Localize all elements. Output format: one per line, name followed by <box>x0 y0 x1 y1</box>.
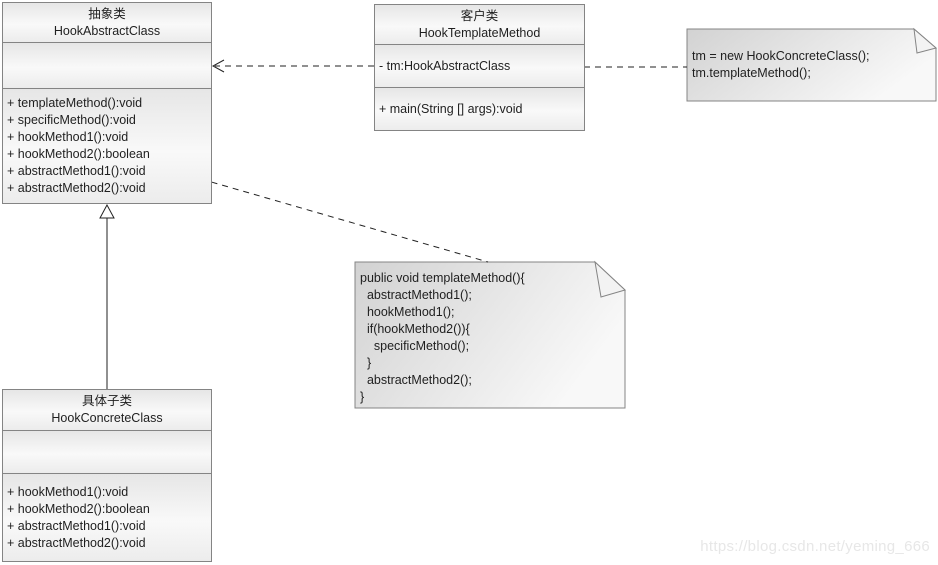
class-title: 客户类 HookTemplateMethod <box>375 5 584 45</box>
note-line: } <box>360 356 372 370</box>
method-line: + abstractMethod2():void <box>7 181 146 195</box>
note-line: specificMethod(); <box>360 339 470 353</box>
hollow-triangle-icon <box>99 203 115 219</box>
class-name: HookAbstractClass <box>53 23 161 38</box>
note-fold-icon <box>594 260 626 298</box>
note-template-method-shape[interactable] <box>354 260 626 409</box>
note-line: tm.templateMethod(); <box>692 66 811 80</box>
method-line: + hookMethod1():void <box>7 484 129 499</box>
watermark: https://blog.csdn.net/yeming_666 <box>700 538 930 555</box>
class-methods: + hookMethod1():void + hookMethod2():bool… <box>3 474 211 561</box>
class-title: 具体子类 HookConcreteClass <box>3 390 211 431</box>
class-hook-abstract[interactable]: 抽象类 HookAbstractClass + templateMethod()… <box>2 2 212 204</box>
class-stereotype-cn: 具体子类 <box>81 394 132 408</box>
method-line: + abstractMethod1():void <box>7 164 146 178</box>
class-methods: + main(String [] args):void <box>375 88 584 130</box>
note-fold-icon <box>913 27 938 54</box>
note-line: abstractMethod2(); <box>360 373 472 387</box>
class-attributes <box>3 43 211 89</box>
note-line: tm = new HookConcreteClass(); <box>692 49 870 63</box>
note-line: if(hookMethod2()){ <box>360 322 470 336</box>
method-line: + abstractMethod2():void <box>7 535 146 550</box>
method-line: + hookMethod1():void <box>7 130 129 144</box>
note-template-method-text: public void templateMethod(){ abstractMe… <box>360 270 615 406</box>
method-line: + specificMethod():void <box>7 113 136 127</box>
note-client-code-text: tm = new HookConcreteClass(); tm.template… <box>692 48 927 82</box>
method-line: + abstractMethod1():void <box>7 518 146 533</box>
note-client-code-shape[interactable] <box>686 27 938 102</box>
note-line: hookMethod1(); <box>360 305 455 319</box>
method-line: + templateMethod():void <box>7 96 143 110</box>
open-arrowhead-icon <box>211 59 225 73</box>
class-hook-concrete[interactable]: 具体子类 HookConcreteClass + hookMethod1():v… <box>2 389 212 562</box>
class-hook-template-method[interactable]: 客户类 HookTemplateMethod - tm:HookAbstract… <box>374 4 585 131</box>
generalization-arrow[interactable] <box>99 203 115 389</box>
note-anchor-template[interactable] <box>200 178 489 263</box>
note-line: } <box>360 390 365 404</box>
class-attributes: - tm:HookAbstractClass <box>375 45 584 88</box>
attribute-line: - tm:HookAbstractClass <box>379 58 511 73</box>
class-attributes <box>3 431 211 474</box>
dependency-arrow[interactable] <box>211 59 374 73</box>
class-name: HookTemplateMethod <box>418 25 541 40</box>
class-name: HookConcreteClass <box>51 411 163 425</box>
note-line: public void templateMethod(){ <box>360 271 525 285</box>
class-methods: + templateMethod():void + specificMethod(… <box>3 89 211 203</box>
note-line: abstractMethod1(); <box>360 288 472 302</box>
class-stereotype-cn: 抽象类 <box>88 6 126 21</box>
method-line: + hookMethod2():boolean <box>7 501 150 516</box>
method-line: + main(String [] args):void <box>379 101 523 116</box>
class-stereotype-cn: 客户类 <box>460 8 499 23</box>
class-title: 抽象类 HookAbstractClass <box>3 3 211 43</box>
method-line: + hookMethod2():boolean <box>7 147 150 161</box>
